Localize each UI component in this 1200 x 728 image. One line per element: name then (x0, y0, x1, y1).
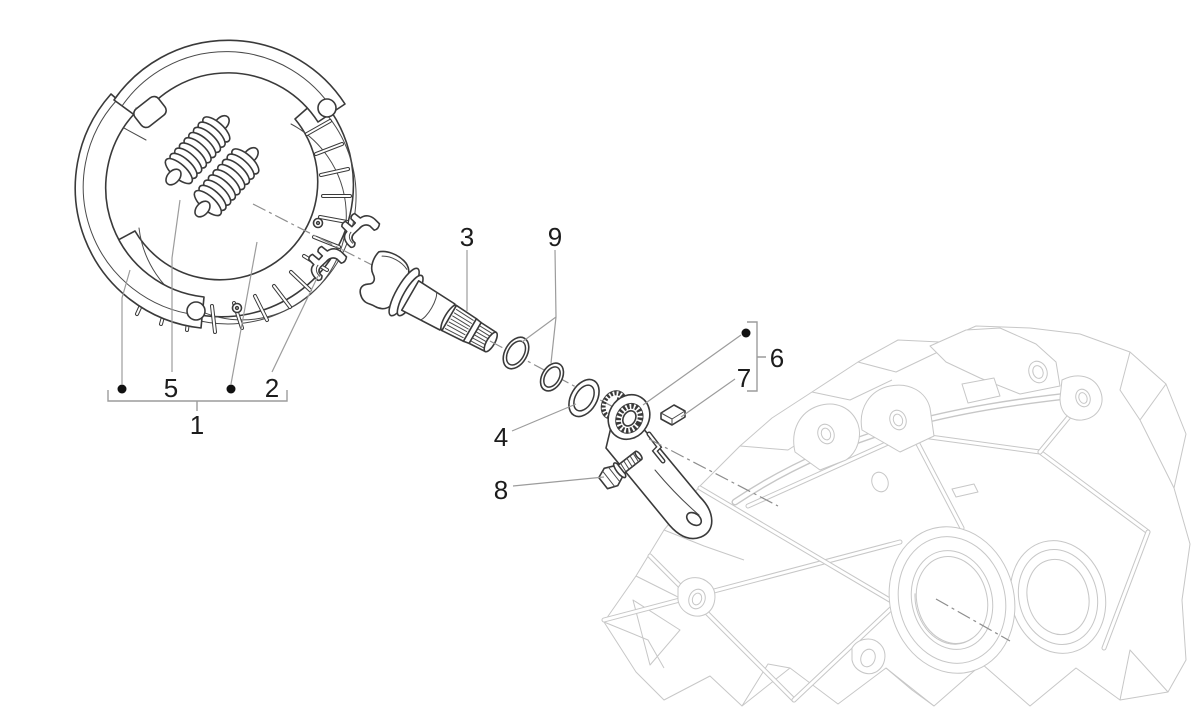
square-nut (660, 404, 686, 426)
brake-shoe-assembly (74, 39, 357, 334)
brake-spring-1 (164, 114, 231, 186)
bullet-shoe-left (117, 384, 127, 394)
hex-bolt (598, 450, 643, 490)
callout-9[interactable]: 9 (548, 222, 562, 252)
brake-lever (605, 393, 713, 540)
callout-3[interactable]: 3 (460, 222, 474, 252)
callout-6[interactable]: 6 (770, 343, 784, 373)
crankcase-bore-left (888, 526, 1016, 674)
group-bracket-1 (107, 390, 288, 411)
group-bracket-6 (747, 321, 766, 392)
crankcase-ledge-detail (951, 483, 979, 498)
center-axis-case-bore (935, 598, 1011, 642)
brake-cam-shaft (359, 250, 499, 353)
crankcase-outline (601, 325, 1191, 707)
o-ring-1 (502, 336, 530, 370)
callout-labels: 1 2 3 4 5 6 7 8 9 (164, 222, 784, 505)
callout-4[interactable]: 4 (494, 422, 508, 452)
brake-shoe-left (74, 93, 206, 329)
center-axis-shoe-to-shaft (252, 203, 375, 267)
callout-8[interactable]: 8 (494, 475, 508, 505)
o-ring-2 (539, 362, 565, 392)
bullet-shoe-right (226, 384, 236, 394)
callout-7[interactable]: 7 (737, 363, 751, 393)
flat-washer (568, 378, 600, 418)
callout-1[interactable]: 1 (190, 410, 204, 440)
bullet-lever-assembly (741, 328, 751, 338)
crankcase-lugs (677, 327, 1103, 675)
callout-leaders (107, 199, 766, 487)
callout-2[interactable]: 2 (265, 373, 279, 403)
callout-5[interactable]: 5 (164, 373, 178, 403)
shoe-anchor-block (133, 95, 167, 129)
brake-spring-2 (193, 146, 260, 218)
retaining-clip-upper (341, 212, 381, 249)
crankcase-bore-right (1009, 540, 1107, 654)
retaining-clip-lower (308, 245, 348, 282)
